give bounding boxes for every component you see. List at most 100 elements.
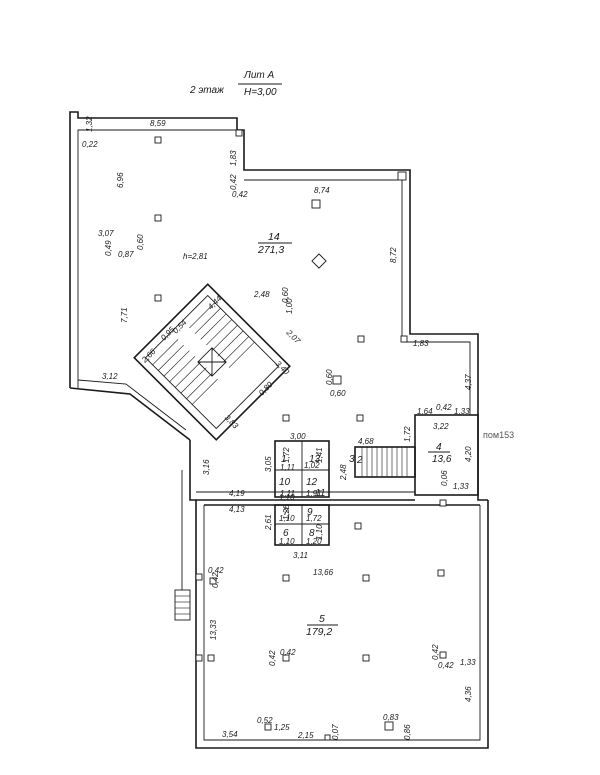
dim-060d: 0,60 <box>330 389 346 398</box>
dim-191: 1,91 <box>306 489 322 498</box>
column <box>154 294 162 302</box>
room-5-area: 179,2 <box>306 626 332 638</box>
dim-049: 0,49 <box>104 240 113 256</box>
dim-128: 1,28 <box>282 504 291 520</box>
dim-022: 0,22 <box>82 140 98 149</box>
column <box>400 335 408 343</box>
dim-132: 1,32 <box>85 116 94 132</box>
dim-141: 1,41 <box>315 447 324 463</box>
dim-307: 3,07 <box>98 229 114 238</box>
room-5: 5 179,2 <box>306 613 338 638</box>
dim-436: 4,36 <box>464 686 473 702</box>
column <box>207 654 215 662</box>
dim-183: 1,83 <box>229 150 238 166</box>
wall-right-upper <box>402 169 488 501</box>
stair-core-steps <box>152 302 255 405</box>
room-2-number: 2 <box>356 455 363 466</box>
dim-300: 3,00 <box>290 432 306 441</box>
dim-133b: 1,33 <box>453 482 469 491</box>
wall-top-left <box>69 111 402 388</box>
room-1-number: 1 <box>281 454 287 465</box>
room-3-number: 3 <box>349 454 355 465</box>
room-2-walls <box>354 446 416 478</box>
dim-133c: 1,33 <box>460 658 476 667</box>
column <box>154 136 162 144</box>
dim-261: 2,61 <box>264 514 273 531</box>
columns <box>154 129 447 741</box>
room-8-number: 8 <box>309 528 315 539</box>
stair-core <box>133 283 291 441</box>
dim-859: 8,59 <box>150 119 166 128</box>
dim-007: 0,07 <box>331 724 340 740</box>
dim-413: 4,13 <box>229 505 245 514</box>
dim-042a: 0,42 <box>229 174 238 190</box>
column <box>235 129 243 137</box>
dim-312: 3,12 <box>102 372 118 381</box>
room-4-area: 13,6 <box>432 454 452 465</box>
small-rooms: 1 13 10 12 7 9 6 8 1,11 1,02 1,11 1,91 1… <box>274 440 330 546</box>
outer-walls <box>69 111 489 749</box>
column <box>311 253 327 269</box>
room-4-number: 4 <box>436 442 442 453</box>
dim-110c: 1,10 <box>315 524 324 540</box>
dim-110a: 1,10 <box>279 514 295 523</box>
dim-111a: 1,11 <box>280 463 295 472</box>
room-12-number: 12 <box>306 477 318 488</box>
dim-054: 0,54 <box>171 318 189 336</box>
dim-060b: 0,60 <box>281 287 290 303</box>
dim-042d: 0,42 <box>208 566 224 575</box>
room-11-number: 11 <box>315 488 325 499</box>
dim-102: 1,02 <box>304 461 320 470</box>
column <box>397 171 407 181</box>
dim-340: 3,40 <box>274 359 292 377</box>
room-14-area: 271,3 <box>257 244 284 256</box>
room-9-number: 9 <box>307 507 313 518</box>
column <box>362 574 370 582</box>
dim-042c: 0,42 <box>436 403 452 412</box>
dim-872: 8,72 <box>389 247 398 263</box>
dim-042h: 0,42 <box>431 644 440 660</box>
plan-header: 2 этаж Лит А Н=3,00 <box>189 70 282 98</box>
dim-086: 0,86 <box>403 724 412 740</box>
dim-419: 4,19 <box>229 489 245 498</box>
lit-label: Лит А <box>243 70 275 81</box>
dim-1333: 13,33 <box>209 619 218 640</box>
dim-164: 1,64 <box>417 407 433 416</box>
column <box>282 414 290 422</box>
dim-207: 2,07 <box>284 327 302 345</box>
dim-087: 0,87 <box>118 250 134 259</box>
dim-120: 1,20 <box>306 537 322 546</box>
dim-110d: 1,10 <box>279 493 295 502</box>
dim-083: 0,83 <box>383 713 399 722</box>
dim-437: 4,37 <box>464 374 473 390</box>
dim-696: 6,96 <box>116 172 125 188</box>
room-7-number: 7 <box>283 507 289 518</box>
column <box>437 569 445 577</box>
dim-172b: 1,72 <box>282 447 291 463</box>
dim-215: 2,15 <box>297 731 314 740</box>
room-6-number: 6 <box>283 528 289 539</box>
room-14-number: 14 <box>268 231 280 243</box>
column <box>439 499 447 507</box>
dim-354: 3,54 <box>222 730 238 739</box>
dim-305: 3,05 <box>264 456 273 472</box>
dim-172: 1,72 <box>403 426 412 442</box>
wall-right-upper-inner <box>401 180 471 415</box>
column <box>209 577 217 585</box>
dim-110b: 1,10 <box>279 537 295 546</box>
dim-1366: 13,66 <box>313 568 334 577</box>
dim-042e: 0,42 <box>211 572 220 588</box>
dim-080: 0,80 <box>257 380 275 398</box>
dim-100: 1,00 <box>285 298 294 314</box>
room-10-number: 10 <box>279 477 291 488</box>
dim-042g: 0,42 <box>280 648 296 657</box>
dim-468: 4,68 <box>358 437 374 446</box>
room-13-number: 13 <box>309 454 321 465</box>
column <box>282 574 290 582</box>
exterior-stair <box>174 470 191 621</box>
dim-042b: 0,42 <box>232 190 248 199</box>
dim-248: 2,48 <box>253 290 270 299</box>
dim-006: 0,06 <box>440 470 449 486</box>
wall-lower-inner <box>203 505 481 741</box>
